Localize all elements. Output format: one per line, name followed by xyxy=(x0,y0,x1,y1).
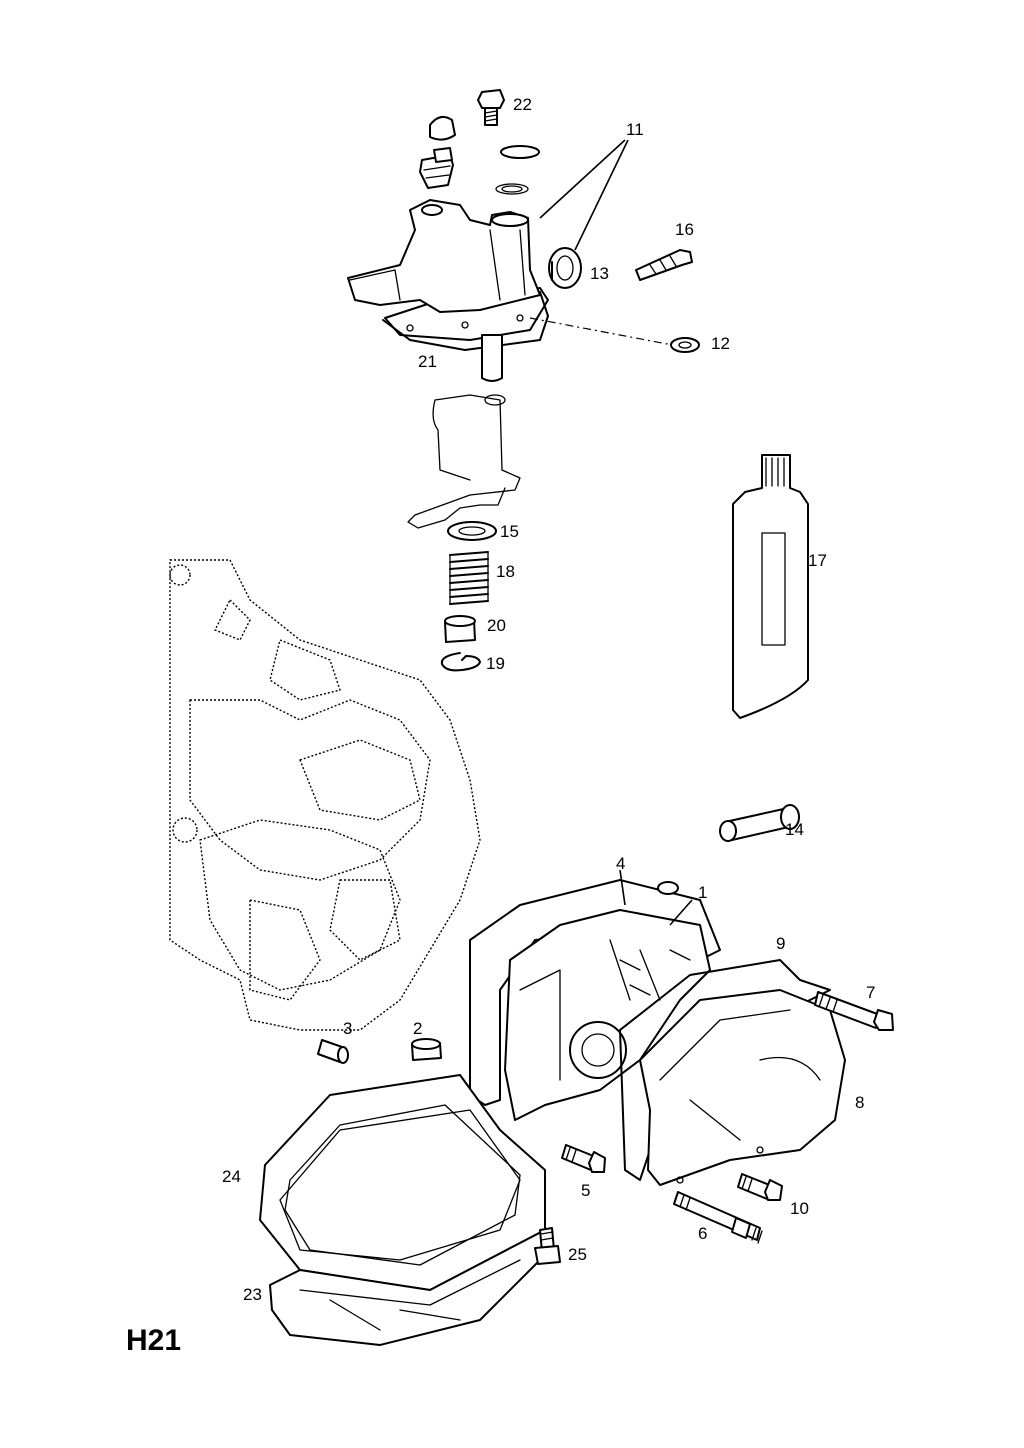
part-25-bolt xyxy=(534,1227,561,1265)
callout-7: 7 xyxy=(866,983,875,1002)
ghost-transmission-housing xyxy=(169,559,481,1031)
callout-6: 6 xyxy=(698,1224,707,1243)
callout-17: 17 xyxy=(808,551,827,570)
callout-8: 8 xyxy=(855,1093,864,1112)
callout-4: 4 xyxy=(616,854,625,873)
callout-1: 1 xyxy=(698,883,707,902)
leader-lines xyxy=(539,139,693,926)
callout-14: 14 xyxy=(785,820,804,839)
callout-22: 22 xyxy=(513,95,532,114)
callout-3: 3 xyxy=(343,1019,352,1038)
callout-11: 11 xyxy=(626,120,644,139)
callout-9: 9 xyxy=(776,934,785,953)
part-12-washer xyxy=(670,337,700,353)
callout-2: 2 xyxy=(413,1019,422,1038)
part-15-washer xyxy=(447,521,497,541)
part-14-sleeve xyxy=(719,804,800,842)
callout-25: 25 xyxy=(568,1245,587,1264)
part-22-bolt xyxy=(477,89,505,126)
o-ring-upper xyxy=(500,145,540,159)
callout-12: 12 xyxy=(711,334,730,353)
callout-10: 10 xyxy=(790,1199,809,1218)
part-2-plug xyxy=(411,1038,442,1061)
shift-lever xyxy=(407,394,521,529)
cap-and-plug xyxy=(419,115,456,189)
callout-5: 5 xyxy=(581,1181,590,1200)
part-17-sealant-tube xyxy=(732,454,809,719)
callout-15: 15 xyxy=(500,522,519,541)
callout-labels: 22 11 16 13 12 21 15 18 17 20 19 14 4 1 … xyxy=(222,95,875,1304)
part-11-shift-housing xyxy=(347,199,549,341)
axis-line-12 xyxy=(529,317,679,347)
part-20-bush xyxy=(444,615,476,643)
diagram-code: H21 xyxy=(126,1324,181,1357)
callout-18: 18 xyxy=(496,562,515,581)
callout-24: 24 xyxy=(222,1167,241,1186)
callout-20: 20 xyxy=(487,616,506,635)
callout-13: 13 xyxy=(590,264,609,283)
part-19-circlip xyxy=(440,652,481,672)
part-1-housing xyxy=(504,881,711,1121)
callout-23: 23 xyxy=(243,1285,262,1304)
part-18-spring xyxy=(449,551,489,605)
callout-16: 16 xyxy=(675,220,694,239)
part-13-seal xyxy=(548,247,582,289)
part-8-cover xyxy=(639,989,846,1186)
part-3-dowel xyxy=(317,1039,349,1064)
part-7-bolt xyxy=(814,991,894,1031)
o-ring-lower xyxy=(495,183,529,195)
callout-21: 21 xyxy=(418,352,437,371)
callout-19: 19 xyxy=(486,654,505,673)
part-24-gasket xyxy=(259,1074,546,1291)
oil-pan-body xyxy=(279,1109,521,1261)
part-5-bolt xyxy=(561,1144,606,1173)
part-6-stud xyxy=(673,1191,763,1244)
part-16-pin xyxy=(635,249,693,281)
part-23-oil-pan xyxy=(269,1229,551,1346)
selector-shaft xyxy=(481,334,503,382)
part-10-bolt xyxy=(737,1173,783,1201)
